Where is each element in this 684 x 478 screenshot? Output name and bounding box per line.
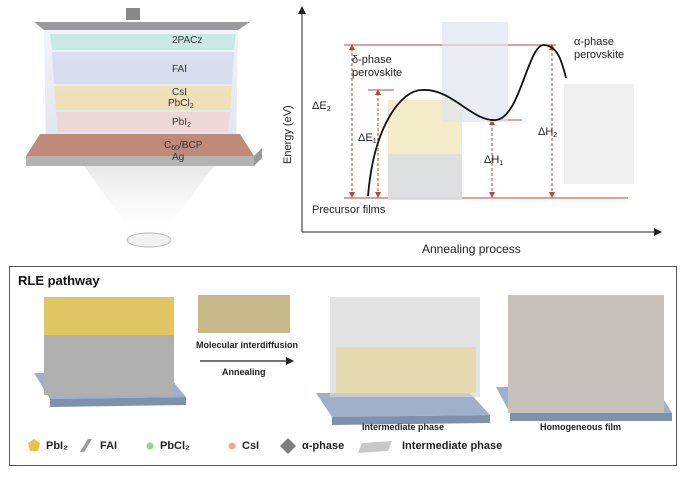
- caption-intermediate: Intermediate phase: [362, 422, 445, 432]
- arrow-label-bottom: Annealing: [222, 367, 266, 377]
- delta-phase-label: δ-phase perovskite: [352, 54, 403, 79]
- legend-fai: FAI: [100, 440, 118, 452]
- layer-label-2pacz: 2PACz: [172, 35, 203, 46]
- layer-label-c60-bcp: C60/BCP: [164, 140, 203, 152]
- x-axis-label: Annealing process: [422, 242, 521, 256]
- energy-diagram-graphic: [298, 6, 662, 236]
- legend-pbi2: PbI₂: [46, 440, 68, 452]
- delta-h2-label: ΔH2: [538, 126, 558, 139]
- rle-pathway-panel: RLE pathway Molecular interdiffusion Ann…: [9, 266, 677, 466]
- delta-e2-label: ΔE2: [312, 100, 331, 113]
- layer-label-csi: CsI: [172, 87, 187, 98]
- layer-label-ag: Ag: [172, 152, 185, 163]
- legend-alpha-phase: α-phase: [302, 440, 345, 452]
- precursor-label: Precursor films: [312, 204, 386, 216]
- layer-label-fai: FAI: [172, 64, 188, 75]
- legend-intermediate-phase: Intermediate phase: [402, 440, 503, 452]
- layer-label-pbi2: PbI2: [172, 117, 191, 129]
- device-stack-illustration: 2PACz FAI CsI PbCl2 PbI2 C60/BCP Ag: [14, 6, 274, 260]
- delta-e1-label: ΔE1: [358, 132, 377, 145]
- legend-pbcl2: PbCl₂: [160, 440, 190, 452]
- device-stack-graphic: [26, 8, 262, 248]
- arrow-label-top: Molecular interdiffusion: [196, 340, 299, 350]
- rle-graphic: [28, 295, 672, 454]
- caption-homogeneous: Homogeneous film: [540, 422, 622, 432]
- y-axis-label: Energy (eV): [282, 105, 294, 164]
- alpha-phase-label: α-phase perovskite: [574, 36, 625, 61]
- energy-diagram: Energy (eV) Annealing process δ-phase pe…: [282, 4, 678, 260]
- layer-label-pbcl2: PbCl2: [168, 98, 194, 110]
- legend-csi: CsI: [242, 440, 260, 452]
- delta-h1-label: ΔH1: [484, 154, 504, 167]
- rle-title: RLE pathway: [18, 273, 100, 288]
